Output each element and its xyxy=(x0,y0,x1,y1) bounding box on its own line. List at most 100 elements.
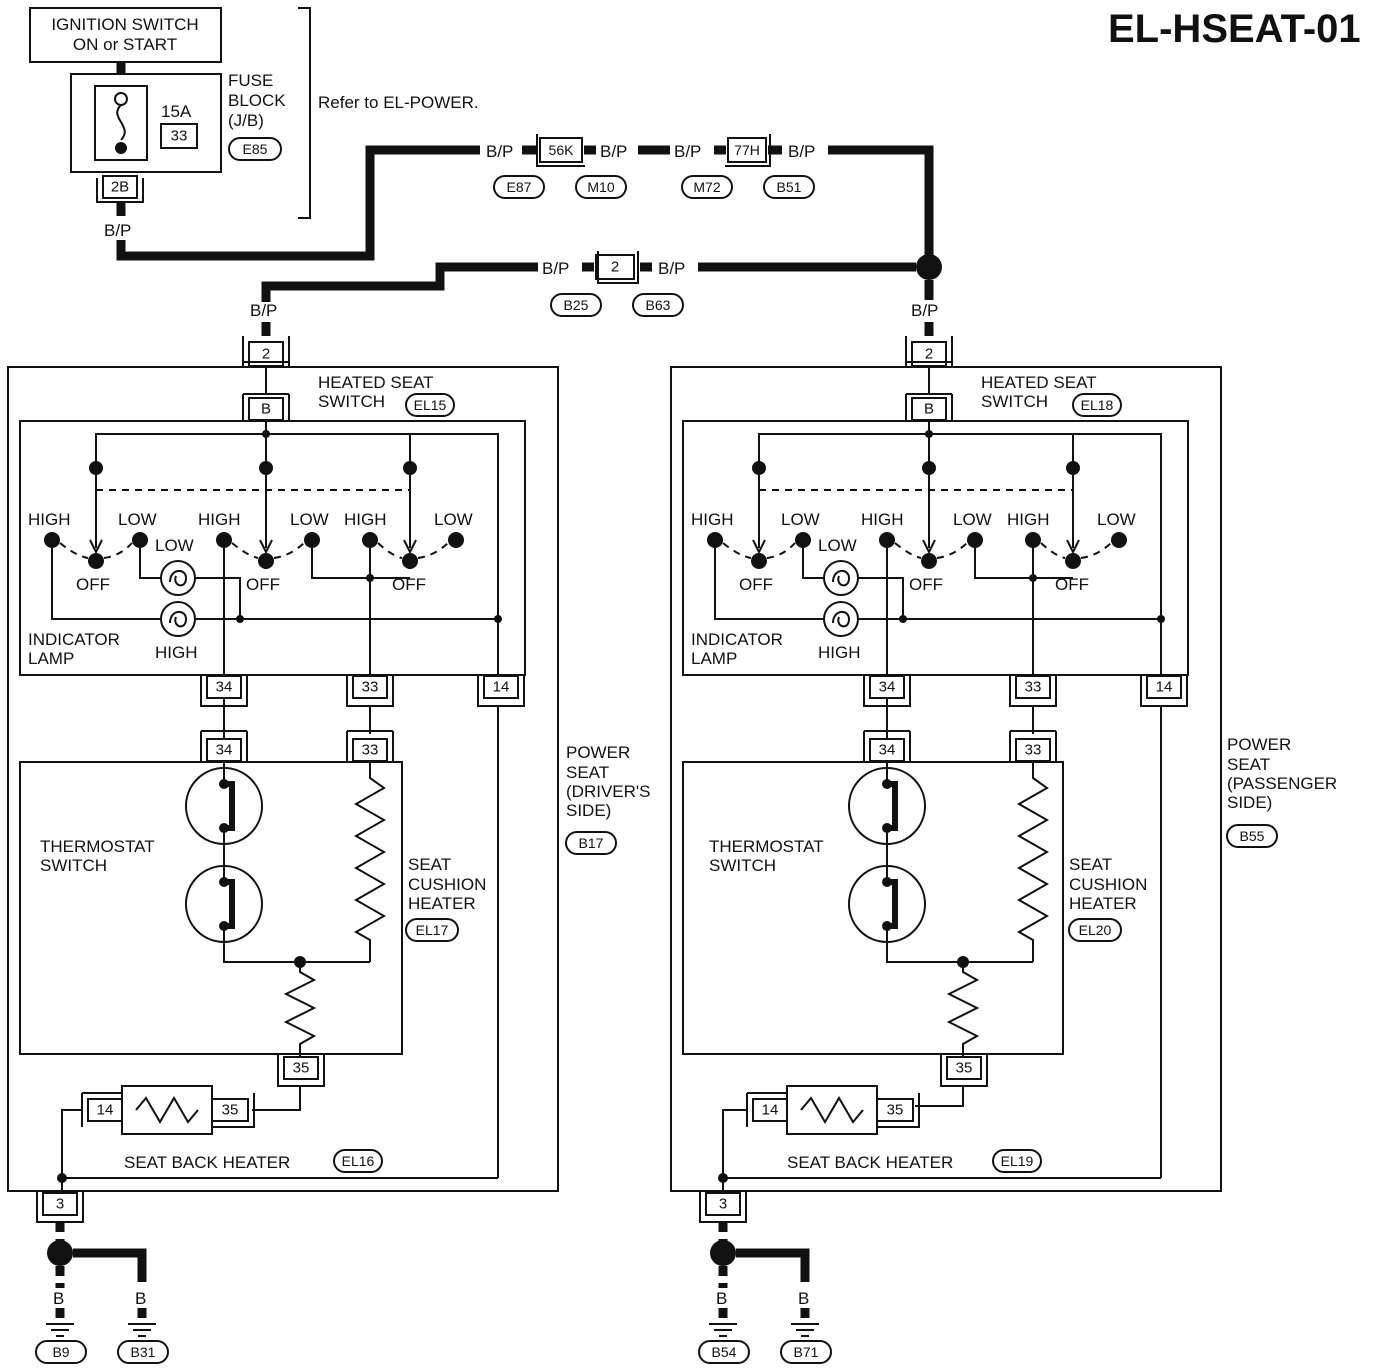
cushion-label-2: CUSHION xyxy=(1069,875,1147,894)
seat-label-2: SEAT xyxy=(566,763,609,782)
fuse-block-ref: E85 xyxy=(243,141,268,157)
refer-note: Refer to EL-POWER. xyxy=(318,93,479,112)
pin-b: B xyxy=(261,401,271,418)
fuse-icon xyxy=(114,92,128,106)
pin-33: 33 xyxy=(362,679,379,696)
thermostat-label-1: THERMOSTAT xyxy=(40,837,155,856)
pin-14: 14 xyxy=(493,679,510,696)
wire-color-label: B/P xyxy=(104,221,131,240)
heater-resistor xyxy=(283,962,317,1056)
wire-color-label: B/P xyxy=(788,142,815,161)
wire-color-label: B/P xyxy=(600,142,627,161)
ground-icon xyxy=(791,1323,819,1337)
off-label: OFF xyxy=(246,575,280,594)
pin-34: 34 xyxy=(216,742,233,759)
connector-2: 2 xyxy=(611,259,619,276)
seat-label-1: POWER xyxy=(1227,735,1291,754)
indicator-label-2: LAMP xyxy=(28,649,74,668)
driver-seat-circuit: 2 B HEATED SEAT SWITCH EL15 HIGH LOW HIG… xyxy=(7,336,650,1364)
low-label: LOW xyxy=(118,510,157,529)
lamp-low-icon xyxy=(160,560,196,596)
high-label: HIGH xyxy=(28,510,71,529)
lamp-high-label: HIGH xyxy=(155,643,198,662)
thermostat-label-1: THERMOSTAT xyxy=(709,837,824,856)
lamp-low-icon xyxy=(823,560,859,596)
thermostat-label-2: SWITCH xyxy=(40,856,107,875)
low-label: LOW xyxy=(290,510,329,529)
ground-ref-1: B54 xyxy=(712,1344,737,1360)
off-label: OFF xyxy=(1055,575,1089,594)
fuse-number: 33 xyxy=(171,128,188,145)
switch-label-1: HEATED SEAT xyxy=(318,373,434,392)
connector-77h: 77H xyxy=(734,142,760,158)
cushion-label-1: SEAT xyxy=(408,855,451,874)
lamp-high-label: HIGH xyxy=(818,643,861,662)
seat-label-1: POWER xyxy=(566,743,630,762)
ground-wire-label: B xyxy=(798,1289,809,1308)
indicator-label-1: INDICATOR xyxy=(691,630,783,649)
back-heater-ref: EL16 xyxy=(342,1153,375,1169)
seat-ref: B17 xyxy=(579,835,604,851)
off-label: OFF xyxy=(739,575,773,594)
off-label: OFF xyxy=(76,575,110,594)
ignition-switch: IGNITION SWITCH ON or START xyxy=(29,7,222,63)
indicator-label-2: LAMP xyxy=(691,649,737,668)
ground-ref-1: B9 xyxy=(52,1344,69,1360)
back-heater-ref: EL19 xyxy=(1001,1153,1034,1169)
switch-label-1: HEATED SEAT xyxy=(981,373,1097,392)
ref-b63: B63 xyxy=(646,297,671,313)
ref-b25: B25 xyxy=(564,297,589,313)
pin-34: 34 xyxy=(879,742,896,759)
cushion-ref: EL17 xyxy=(416,922,449,938)
pin-2: 2 xyxy=(925,346,933,363)
switch-ref: EL18 xyxy=(1081,397,1114,413)
ground-splice xyxy=(710,1240,736,1266)
pin-33: 33 xyxy=(1025,742,1042,759)
low-label: LOW xyxy=(1097,510,1136,529)
fuse-terminal: 2B xyxy=(111,179,129,196)
back-heater-label: SEAT BACK HEATER xyxy=(124,1153,290,1172)
pin-14: 14 xyxy=(762,1102,779,1119)
wire-color-label: B/P xyxy=(542,259,569,278)
pin-35: 35 xyxy=(956,1060,973,1077)
pin-33: 33 xyxy=(1025,679,1042,696)
off-label: OFF xyxy=(392,575,426,594)
pin-35: 35 xyxy=(887,1102,904,1119)
cushion-label-1: SEAT xyxy=(1069,855,1112,874)
cushion-label-3: HEATER xyxy=(408,894,476,913)
connector-refs: E87 M10 M72 B51 B25 B63 xyxy=(493,175,815,317)
cushion-ref: EL20 xyxy=(1079,922,1112,938)
fuse-block-label-2: BLOCK xyxy=(228,91,286,110)
wire-color-label: B/P xyxy=(486,142,513,161)
pin-33: 33 xyxy=(362,742,379,759)
pin-34: 34 xyxy=(216,679,233,696)
switch-label-2: SWITCH xyxy=(981,392,1048,411)
low-label: LOW xyxy=(781,510,820,529)
ground-wire-label: B xyxy=(53,1289,64,1308)
pin-14: 14 xyxy=(97,1102,114,1119)
lamp-high-icon xyxy=(160,601,196,637)
connector-56k: 56K xyxy=(549,142,575,158)
ground-wire-label: B xyxy=(716,1289,727,1308)
high-label: HIGH xyxy=(861,510,904,529)
ground-splice xyxy=(47,1240,73,1266)
low-label: LOW xyxy=(953,510,992,529)
passenger-seat-circuit: 2 B HEATED SEAT SWITCH EL18 HIGH LOW HIG… xyxy=(670,336,1337,1364)
ground-wire-label: B xyxy=(135,1289,146,1308)
fuse-rating: 15A xyxy=(161,102,192,121)
switch-label-2: SWITCH xyxy=(318,392,385,411)
cushion-label-2: CUSHION xyxy=(408,875,486,894)
ground-icon xyxy=(128,1323,156,1337)
seat-label-4: SIDE) xyxy=(566,801,611,820)
cushion-label-3: HEATER xyxy=(1069,894,1137,913)
ref-m10: M10 xyxy=(587,179,614,195)
switch-ref: EL15 xyxy=(414,397,447,413)
ignition-label-2: ON or START xyxy=(73,35,177,54)
high-label: HIGH xyxy=(691,510,734,529)
fuse-block-label-3: (J/B) xyxy=(228,111,264,130)
pin-35: 35 xyxy=(222,1102,239,1119)
seat-label-4: SIDE) xyxy=(1227,793,1272,812)
thermostat-label-2: SWITCH xyxy=(709,856,776,875)
seat-back-heater-icon xyxy=(135,1096,199,1124)
